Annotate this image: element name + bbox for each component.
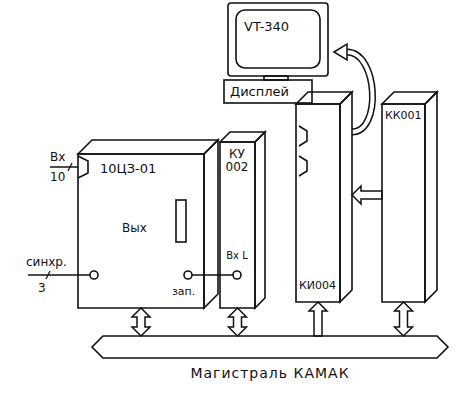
port-connector bbox=[299, 126, 307, 146]
bus-arrow bbox=[229, 308, 247, 336]
sync-socket bbox=[90, 271, 98, 279]
module-details bbox=[78, 156, 192, 279]
camac-module: 10ЦЗ-01Вых зап. bbox=[78, 140, 218, 308]
side-face bbox=[425, 92, 437, 302]
bus-arrow bbox=[132, 308, 150, 336]
bus-arrow bbox=[352, 186, 382, 204]
node-text: КУ 002 bbox=[222, 148, 252, 174]
signal-label: синхр. bbox=[26, 256, 67, 269]
arrow-head bbox=[334, 44, 347, 60]
node-text: VT-340 bbox=[244, 20, 289, 34]
node-text: Дисплей bbox=[230, 85, 289, 99]
input-socket bbox=[233, 271, 241, 279]
top-face bbox=[220, 132, 265, 142]
signal-label: 3 bbox=[38, 282, 46, 295]
signal-label: Вх bbox=[50, 151, 65, 164]
node-text: 10ЦЗ-01 bbox=[100, 162, 156, 176]
input-cable bbox=[50, 166, 78, 168]
node-text: Вых bbox=[122, 222, 147, 235]
signal-wire bbox=[192, 274, 233, 276]
node-text: зап. bbox=[172, 286, 195, 298]
node-text: КИ004 bbox=[299, 280, 336, 292]
side-face bbox=[340, 92, 352, 302]
camac-module: КК001 bbox=[382, 92, 437, 302]
node-outline bbox=[296, 92, 352, 302]
camac-module: КИ004 bbox=[296, 92, 352, 302]
cable-tick bbox=[46, 271, 50, 279]
camac-module: КУ 002 Вх L bbox=[220, 132, 265, 308]
bus-arrow bbox=[309, 302, 327, 336]
display-terminal: VT-340Дисплей bbox=[222, 2, 334, 104]
sync-cable bbox=[28, 274, 90, 276]
output-slot bbox=[176, 200, 186, 242]
monitor-base bbox=[224, 80, 312, 103]
signal-label: 10 bbox=[50, 171, 65, 184]
node-text: Магистраль КАМАК bbox=[92, 366, 448, 381]
bus-arrow bbox=[395, 302, 413, 336]
side-face bbox=[255, 132, 265, 308]
node-text: КК001 bbox=[385, 110, 422, 122]
input-connector bbox=[78, 156, 88, 178]
front-face bbox=[220, 142, 255, 308]
port-connector bbox=[299, 156, 307, 176]
output-socket bbox=[184, 271, 192, 279]
bus-band bbox=[92, 336, 448, 358]
top-face bbox=[78, 140, 218, 154]
camac-bus: Магистраль КАМАК bbox=[92, 336, 448, 388]
module-details bbox=[299, 126, 307, 176]
monitor-screen bbox=[236, 10, 320, 68]
cable-tick bbox=[68, 163, 72, 171]
node-text: Вх L bbox=[222, 250, 252, 261]
front-face bbox=[382, 104, 425, 302]
node-outline bbox=[382, 92, 437, 302]
module-details bbox=[233, 271, 241, 279]
monitor-housing bbox=[228, 3, 328, 76]
side-face bbox=[204, 140, 218, 308]
top-face bbox=[382, 92, 437, 104]
front-face bbox=[78, 154, 204, 308]
top-face bbox=[296, 92, 352, 104]
front-face bbox=[296, 104, 340, 302]
